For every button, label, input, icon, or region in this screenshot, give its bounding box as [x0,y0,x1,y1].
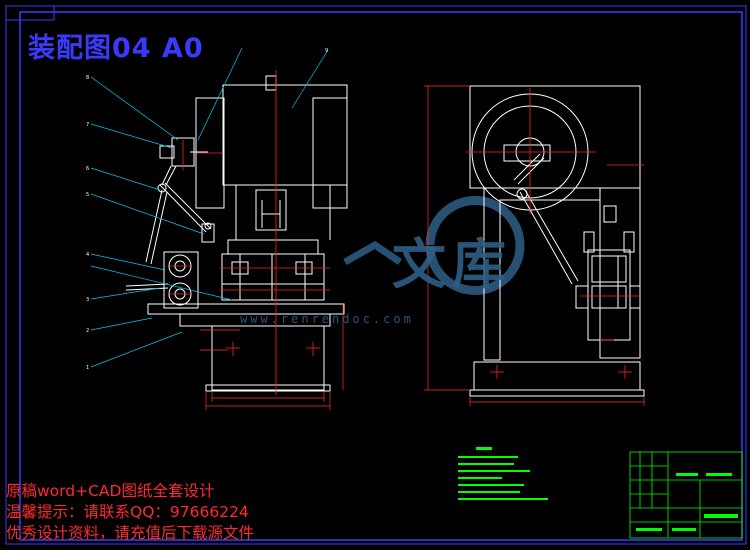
part-numbers: 8 7 6 5 4 3 2 1 9 [86,48,328,371]
drawing-title: 装配图04 A0 [28,33,204,64]
notice-line-2: 温馨提示：请联系QQ：97666224 [6,503,249,521]
drawing-frame [5,5,747,545]
watermark-logo [343,196,525,295]
part-leaders [90,47,329,368]
svg-text:7: 7 [86,122,89,128]
title-block [629,451,743,539]
technical-notes [458,447,548,500]
side-dimensions [424,85,645,406]
svg-text:5: 5 [86,192,89,198]
svg-text:8: 8 [86,75,89,81]
svg-text:1: 1 [86,365,89,371]
notice-line-1: 原稿word+CAD图纸全套设计 [6,482,215,500]
svg-text:9: 9 [325,48,328,54]
front-centerlines [170,70,330,395]
watermark-url: www.renrendoc.com [240,312,414,326]
svg-text:4: 4 [86,252,89,258]
watermark-text: 文库 [392,232,512,296]
svg-text:3: 3 [86,297,89,303]
side-centerlines [466,88,644,379]
front-dimensions [200,304,344,410]
front-view [125,75,348,392]
title-block-fills [636,473,738,531]
notice-line-3: 优秀设计资料，请充值后下载源文件 [6,524,255,542]
svg-text:6: 6 [86,166,89,172]
svg-text:2: 2 [86,328,89,334]
